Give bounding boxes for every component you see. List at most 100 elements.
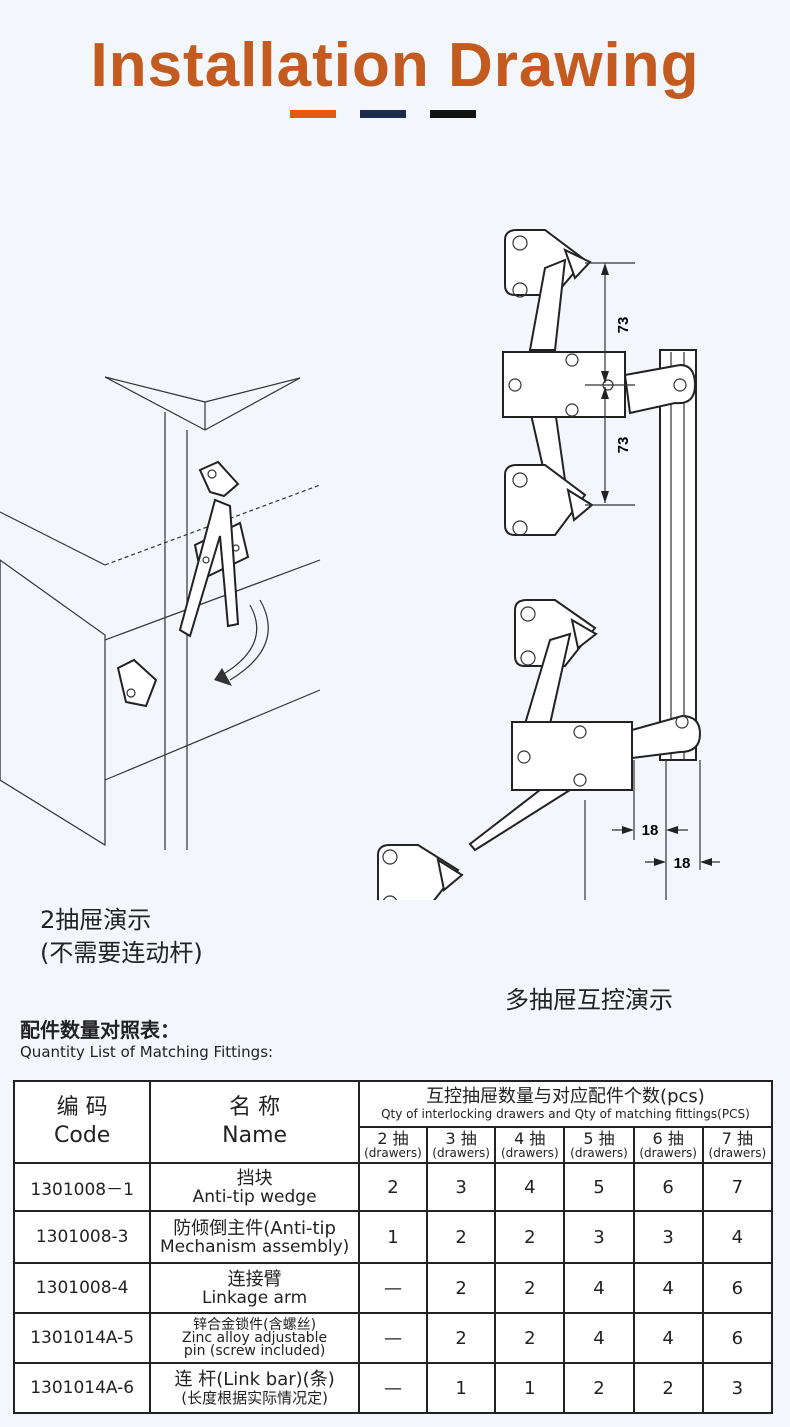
- qty-cell: 6: [701, 1312, 774, 1364]
- part-code: 1301008-4: [12, 1262, 152, 1314]
- multi-drawer-illustration: [377, 229, 720, 900]
- caption-line: 2抽屉演示: [40, 906, 152, 934]
- qty-cell: 2: [426, 1262, 497, 1314]
- installation-drawing: 73 73 18 18 44: [0, 229, 720, 900]
- qty-cell: 6: [701, 1262, 774, 1314]
- dimension-label: 73: [615, 317, 632, 334]
- accent-bar-orange: [290, 110, 336, 118]
- dimension-label: 18: [674, 855, 691, 872]
- qty-cell: 5: [563, 1162, 635, 1212]
- qty-cell: 3: [426, 1162, 497, 1212]
- qty-header: 互控抽屉数量与对应配件个数(pcs) Qty of interlocking d…: [357, 1080, 774, 1128]
- name-header-en: Name: [222, 1123, 288, 1148]
- qty-cell: 2: [563, 1362, 635, 1414]
- drawer-count: 3 抽: [445, 1129, 477, 1148]
- qty-header-en: Qty of interlocking drawers and Qty of m…: [381, 1107, 750, 1121]
- part-name-zh: 连 杆(Link bar)(条): [174, 1368, 335, 1390]
- part-code: 1301014A-5: [12, 1312, 152, 1364]
- part-name-en: Anti-tip wedge: [192, 1186, 317, 1207]
- drawer-unit: (drawers): [364, 1146, 422, 1160]
- part-name-en: Linkage arm: [201, 1287, 308, 1308]
- qty-cell: 4: [563, 1262, 635, 1314]
- drawer-count: 5 抽: [583, 1129, 615, 1148]
- qty-cell: 2: [357, 1162, 429, 1212]
- two-drawer-caption: 2抽屉演示 (不需要连动杆): [40, 904, 270, 970]
- dimension-label: 18: [642, 822, 659, 839]
- qty-cell: 4: [494, 1162, 566, 1212]
- part-name-zh: 连接臂: [227, 1268, 282, 1290]
- part-name-note: (长度根据实际情况定): [181, 1388, 328, 1407]
- part-name-zh: 防倾倒主件(Anti-tip: [173, 1217, 336, 1239]
- drawer-col-header: 3 抽(drawers): [426, 1126, 497, 1164]
- drawer-count: 2 抽: [377, 1129, 409, 1148]
- multi-drawer-caption: 多抽屉互控演示: [505, 986, 673, 1014]
- drawer-unit: (drawers): [708, 1146, 767, 1160]
- part-code: 1301008－1: [12, 1162, 152, 1212]
- code-header-en: Code: [54, 1123, 111, 1148]
- code-header-zh: 编 码: [56, 1095, 108, 1120]
- qty-cell: —: [357, 1362, 429, 1414]
- qty-cell: 3: [701, 1362, 774, 1414]
- drawer-count: 7 抽: [721, 1129, 753, 1148]
- drawer-col-header: 2 抽(drawers): [357, 1126, 429, 1164]
- drawer-col-header: 7 抽(drawers): [701, 1126, 774, 1164]
- qty-cell: 2: [494, 1312, 566, 1364]
- qty-header-zh: 互控抽屉数量与对应配件个数(pcs): [426, 1086, 705, 1107]
- qty-cell: 4: [701, 1210, 774, 1264]
- drawer-col-header: 5 抽(drawers): [563, 1126, 635, 1164]
- drawer-count-header-row: 2 抽(drawers) 3 抽(drawers) 4 抽(drawers) 5…: [14, 1126, 774, 1164]
- drawer-count: 6 抽: [652, 1129, 684, 1148]
- qty-cell: 6: [632, 1162, 704, 1212]
- qty-cell: 2: [494, 1210, 566, 1264]
- qty-cell: 2: [632, 1362, 704, 1414]
- part-name-zh: 挡块: [236, 1167, 273, 1189]
- qty-cell: 4: [563, 1312, 635, 1364]
- part-name: 连 杆(Link bar)(条)(长度根据实际情况定): [149, 1362, 360, 1414]
- qty-cell: 1: [357, 1210, 429, 1264]
- qty-cell: 1: [426, 1362, 497, 1414]
- part-code: 1301014A-6: [12, 1362, 152, 1414]
- qty-cell: —: [357, 1262, 429, 1314]
- drawer-unit: (drawers): [570, 1146, 628, 1160]
- part-name-en: Zinc alloy adjustable: [182, 1329, 328, 1346]
- quantity-list-title-zh: 配件数量对照表：: [20, 1018, 180, 1042]
- code-header: 编 码 Code: [12, 1080, 152, 1164]
- table-row: 1301014A-5 锌合金锁件(含螺丝)Zinc alloy adjustab…: [12, 1312, 774, 1364]
- qty-cell: 2: [426, 1312, 497, 1364]
- two-drawer-illustration: [0, 376, 321, 850]
- name-header-zh: 名 称: [229, 1095, 281, 1120]
- drawer-count: 4 抽: [514, 1129, 546, 1148]
- dimension-label: 73: [615, 437, 632, 454]
- qty-cell: 2: [426, 1210, 497, 1264]
- dimension-label: 44: [617, 899, 634, 900]
- drawer-col-header: 6 抽(drawers): [632, 1126, 704, 1164]
- drawer-unit: (drawers): [432, 1146, 490, 1160]
- qty-cell: —: [357, 1312, 429, 1364]
- part-name-en-2: pin (screw included): [183, 1342, 326, 1359]
- accent-bar-navy: [360, 110, 406, 118]
- drawer-col-header: 4 抽(drawers): [494, 1126, 566, 1164]
- qty-cell: 3: [563, 1210, 635, 1264]
- caption-line: (不需要连动杆): [40, 939, 203, 967]
- name-header: 名 称 Name: [149, 1080, 360, 1164]
- qty-cell: 4: [632, 1262, 704, 1314]
- page-title: Installation Drawing: [90, 31, 700, 100]
- qty-cell: 1: [494, 1362, 566, 1414]
- accent-bar-black: [430, 110, 476, 118]
- table-row: 1301014A-6 连 杆(Link bar)(条)(长度根据实际情况定) —…: [12, 1362, 774, 1414]
- quantity-list-title-en: Quantity List of Matching Fittings:: [20, 1043, 274, 1061]
- drawer-unit: (drawers): [639, 1146, 697, 1160]
- part-name-en: Mechanism assembly): [159, 1236, 350, 1257]
- part-name-zh: 锌合金锁件(含螺丝): [193, 1316, 317, 1333]
- drawer-unit: (drawers): [500, 1146, 559, 1160]
- fittings-table: 编 码 Code 名 称 Name 互控抽屉数量与对应配件个数(pcs) Qty…: [12, 1080, 774, 1414]
- qty-cell: 7: [701, 1162, 774, 1212]
- part-code: 1301008-3: [12, 1210, 152, 1264]
